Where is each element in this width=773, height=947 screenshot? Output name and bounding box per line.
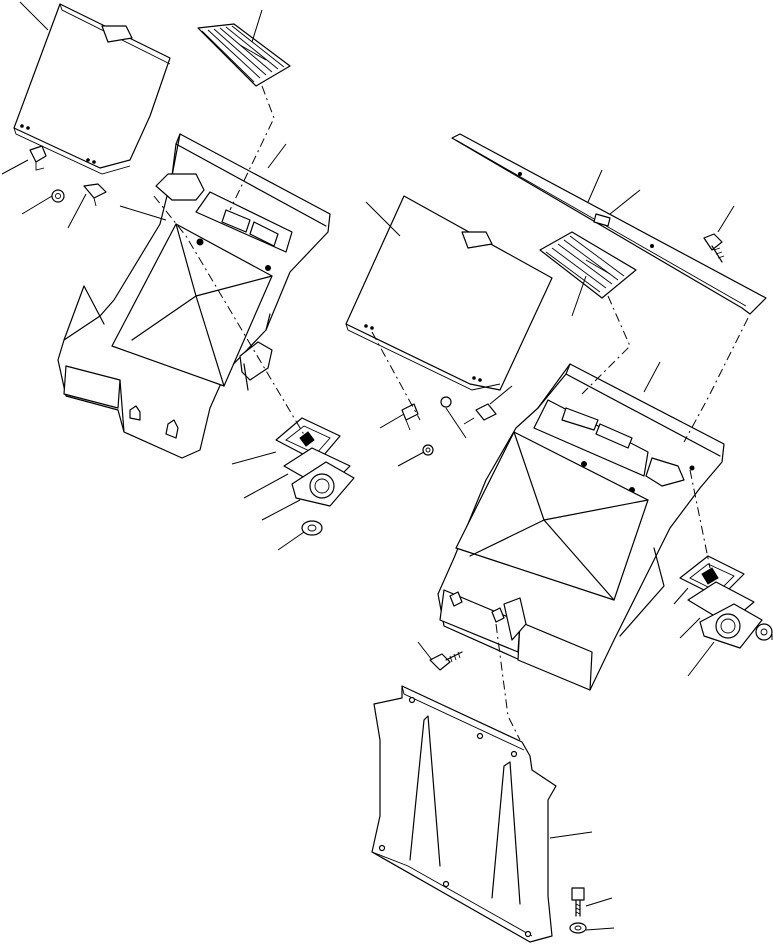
right-lid-cover	[345, 195, 553, 391]
leader-line	[365, 201, 401, 237]
right-console-body	[437, 363, 725, 691]
leader-line	[587, 169, 603, 203]
leader-line	[267, 143, 287, 169]
right-vent-grille	[539, 231, 637, 299]
leader-line	[379, 413, 405, 429]
leader-line	[571, 275, 587, 317]
leader-line	[277, 531, 305, 551]
leader-line	[609, 189, 641, 215]
leader-line	[397, 451, 425, 467]
leader-line	[687, 641, 715, 677]
leader-line	[585, 897, 613, 907]
right-hinge-hardware	[401, 396, 497, 456]
leader-line	[445, 407, 467, 439]
right-damper-guide-line	[689, 469, 711, 569]
right-damper-stack	[679, 555, 773, 649]
leader-line	[261, 499, 301, 521]
bottom-cover-plate	[371, 685, 557, 943]
leader-line	[679, 617, 701, 639]
right-rail-guide-line	[683, 317, 749, 443]
right-grille-guide-line	[581, 295, 631, 395]
leader-line	[643, 361, 661, 393]
left-lid-cover	[13, 3, 171, 175]
leader-line	[717, 205, 735, 233]
left-grille-guide-line	[229, 85, 275, 211]
leader-line	[251, 9, 263, 43]
right-lid-guide-line	[371, 331, 421, 421]
left-damper-guide-line	[153, 195, 307, 439]
rail-bolt	[703, 233, 725, 263]
leader-line	[119, 205, 167, 221]
left-hinge-hardware	[29, 145, 107, 207]
leader-line	[1, 159, 29, 175]
cover-plate-bolt	[569, 887, 587, 934]
right-console-assembly	[345, 133, 773, 741]
left-console-body	[57, 133, 331, 459]
leader-line	[21, 195, 53, 215]
leader-line	[585, 927, 615, 931]
leader-line	[549, 831, 593, 839]
leader-line	[243, 473, 289, 499]
left-vent-grille	[197, 23, 291, 87]
leader-line	[19, 1, 49, 31]
left-damper-stack	[275, 417, 355, 536]
top-rail-bar	[451, 133, 767, 315]
front-mounting-bolt	[429, 651, 463, 671]
leader-line	[231, 451, 277, 465]
leader-line	[673, 587, 689, 605]
leader-line	[67, 193, 87, 229]
leader-line	[417, 641, 433, 661]
leader-line	[489, 385, 513, 405]
left-console-assembly	[13, 3, 355, 536]
